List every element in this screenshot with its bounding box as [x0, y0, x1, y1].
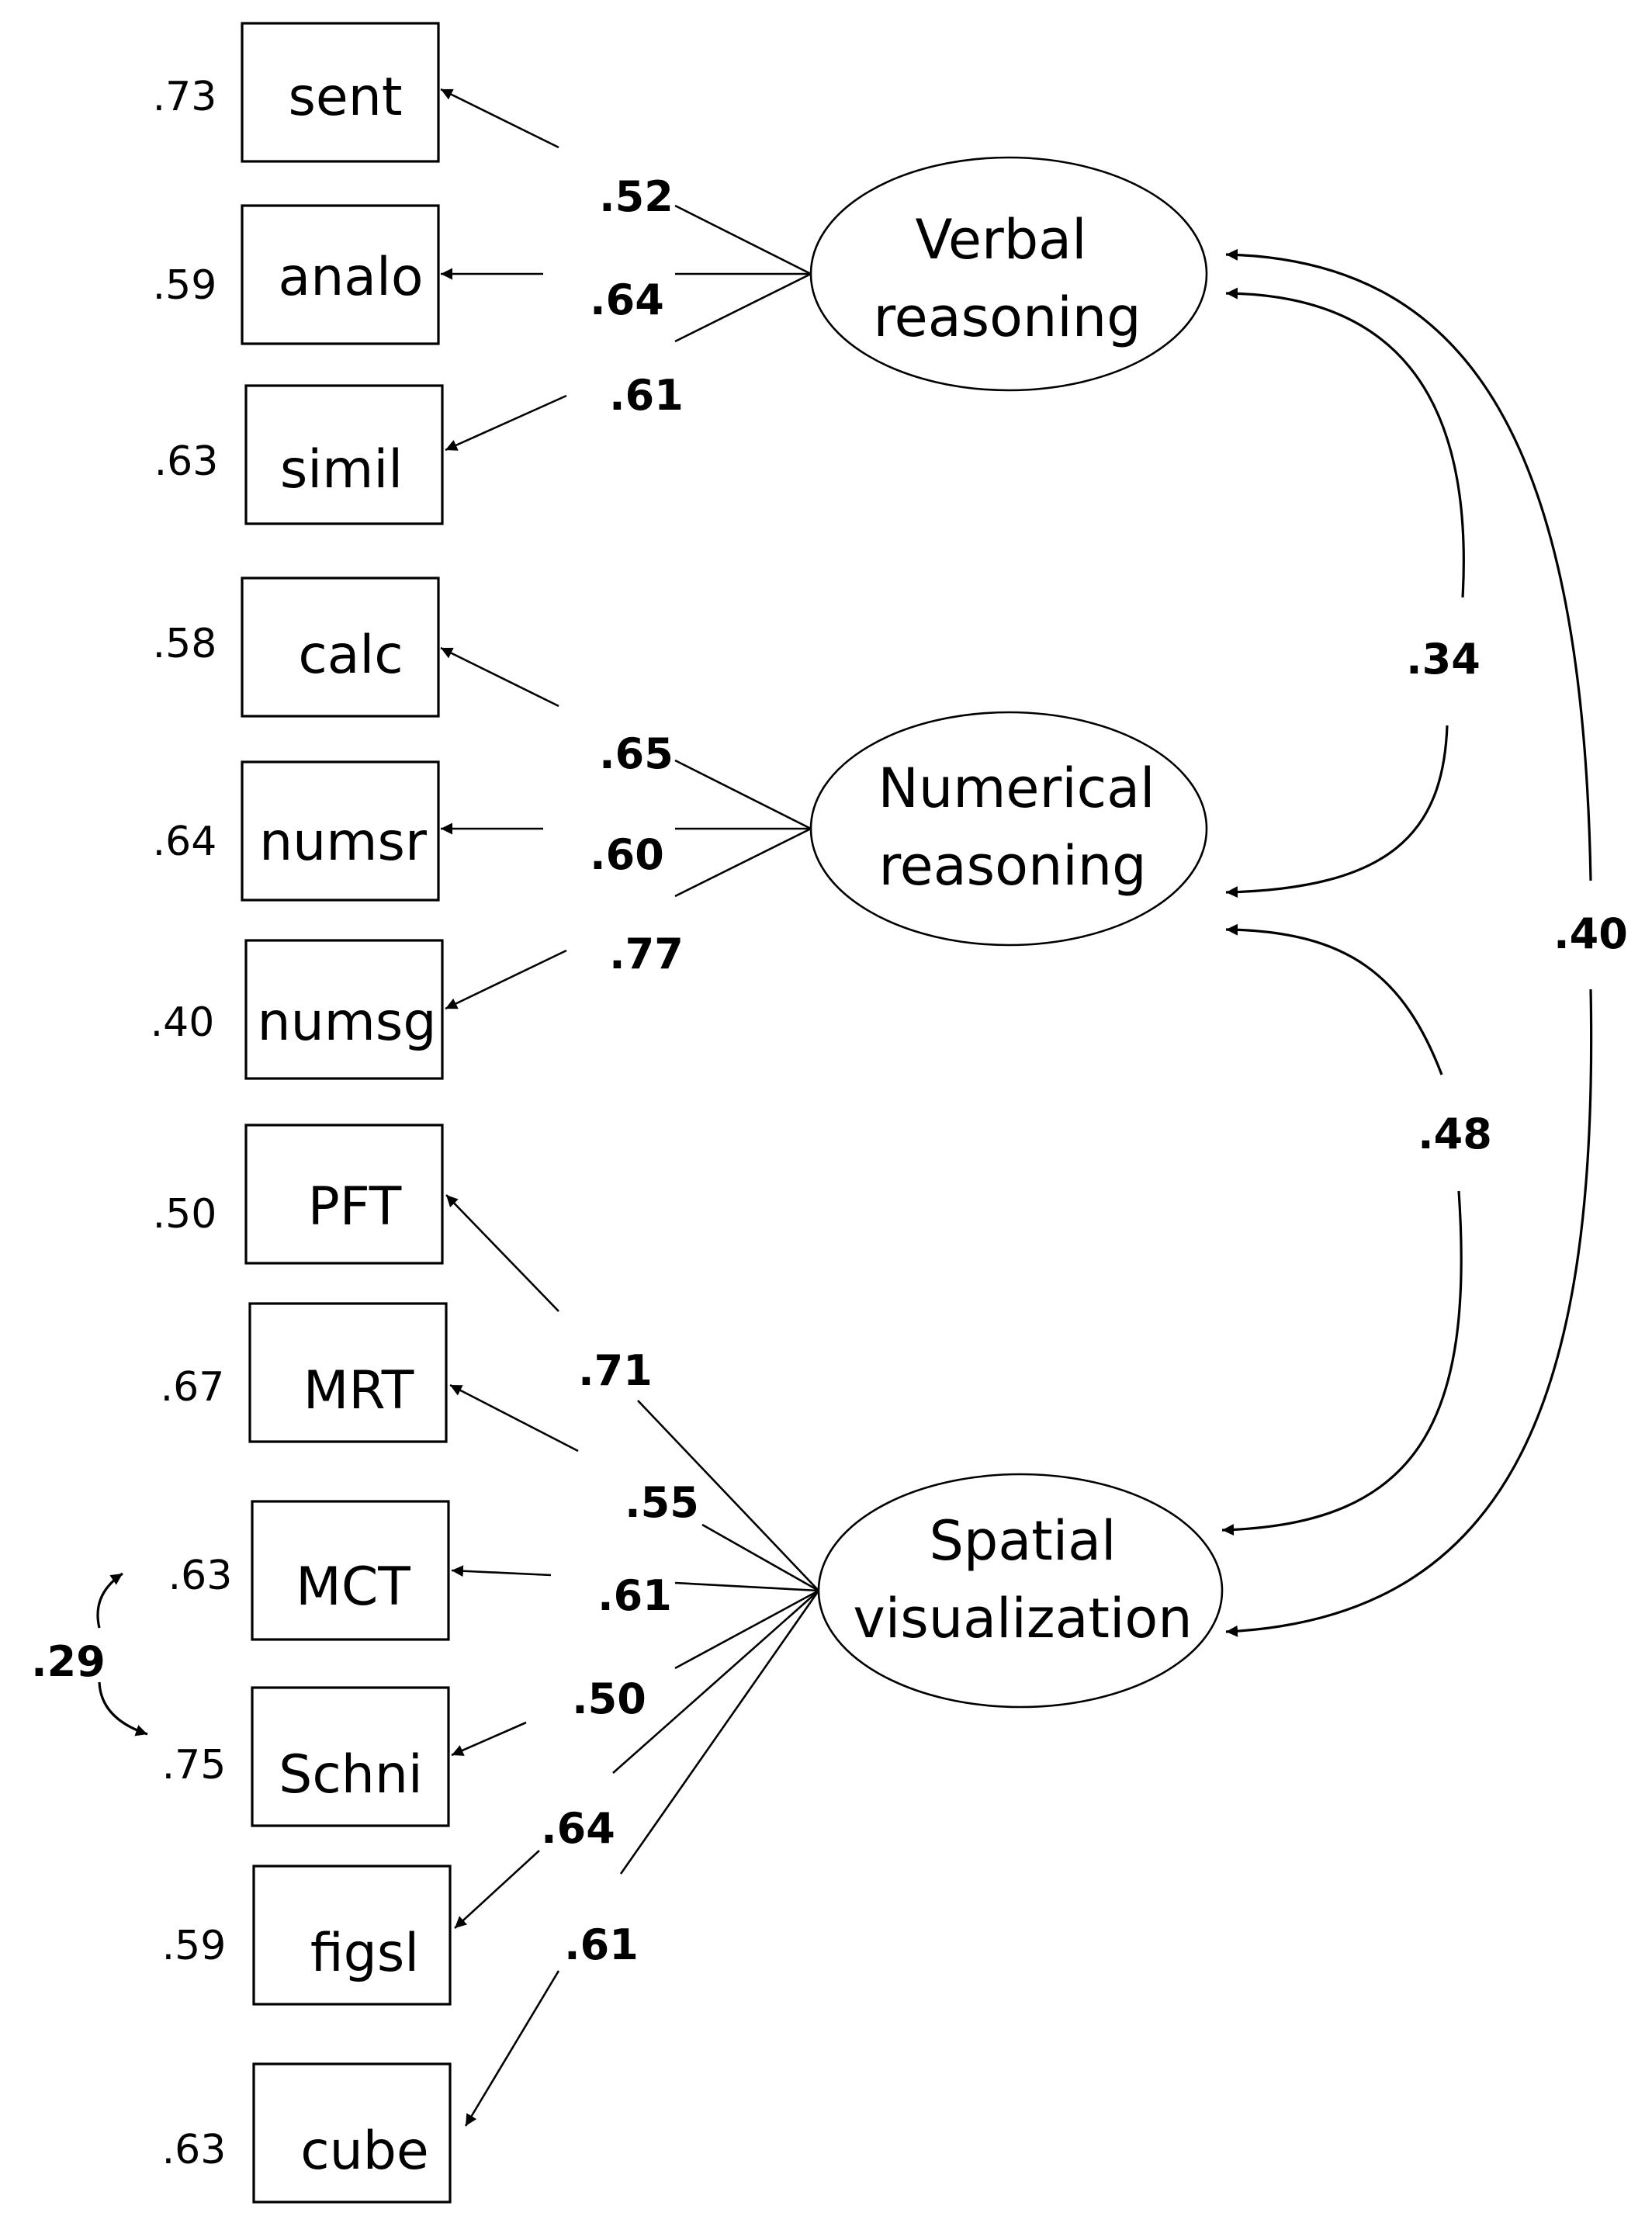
observed-box-sent: sent — [241, 22, 440, 163]
observed-label: MRT — [303, 1360, 414, 1421]
observed-label: cube — [300, 2121, 428, 2182]
error-covariance-arc — [96, 1572, 148, 1737]
observed-box-calc: calc — [241, 577, 440, 718]
error-variance-Schni: .75 — [162, 1742, 227, 1788]
error-variance-analo: .59 — [153, 262, 217, 309]
error-variance-PFT: .50 — [153, 1191, 217, 1238]
loading-label-numsr: .60 — [590, 830, 664, 879]
correlation-label-verbal-spatial: .40 — [1553, 909, 1628, 958]
correlation-label-verbal-numerical: .34 — [1406, 635, 1481, 684]
error-variance-sent: .73 — [153, 74, 217, 120]
error-variance-simil: .63 — [154, 438, 219, 485]
observed-box-analo: analo — [241, 204, 440, 345]
loading-label-numsg: .77 — [609, 930, 684, 978]
loading-label-PFT: .71 — [578, 1346, 653, 1395]
observed-label: analo — [279, 247, 424, 308]
loading-label-MCT: .61 — [597, 1571, 672, 1620]
loading-label-Schni: .50 — [572, 1674, 646, 1723]
observed-box-MRT: MRT — [248, 1302, 448, 1443]
correlation-verbal-spatial — [1225, 248, 1593, 1637]
loading-label-sent: .52 — [599, 172, 674, 221]
latent-numerical-reasoning: Numerical reasoning — [809, 711, 1208, 947]
latent-label-line1: Numerical — [878, 757, 1155, 820]
loading-label-calc: .65 — [599, 729, 674, 778]
latent-label-line1: Spatial — [929, 1509, 1116, 1573]
observed-label: numsg — [257, 992, 436, 1053]
observed-label: numsr — [259, 812, 427, 873]
latent-label-line2: reasoning — [878, 834, 1146, 898]
observed-label: figsl — [310, 1923, 419, 1984]
observed-box-numsg: numsg — [244, 939, 444, 1080]
correlation-numerical-spatial — [1221, 923, 1463, 1536]
observed-label: calc — [298, 625, 403, 686]
observed-box-simil: simil — [244, 384, 444, 525]
loading-label-analo: .64 — [590, 275, 664, 324]
observed-box-Schni: Schni — [251, 1686, 450, 1827]
correlation-label-numerical-spatial: .48 — [1418, 1110, 1492, 1158]
observed-box-numsr: numsr — [241, 760, 440, 902]
correlation-verbal-numerical — [1225, 287, 1465, 899]
error-variance-calc: .58 — [153, 621, 217, 667]
error-variance-numsg: .40 — [151, 999, 215, 1046]
latent-label-line2: visualization — [853, 1587, 1192, 1650]
observed-box-PFT: PFT — [244, 1124, 444, 1265]
loading-paths-spatial — [445, 1194, 820, 2127]
loading-label-cube: .61 — [564, 1920, 639, 1969]
loading-label-simil: .61 — [609, 371, 684, 420]
latent-label-line2: reasoning — [873, 286, 1141, 349]
loading-paths-verbal — [440, 88, 812, 452]
latent-spatial-visualization: Spatial visualization — [817, 1473, 1224, 1709]
observed-label: Schni — [279, 1744, 423, 1806]
error-variance-cube: .63 — [162, 2127, 227, 2173]
error-variance-MCT: .63 — [168, 1553, 233, 1599]
error-variance-figsl: .59 — [162, 1923, 227, 1969]
observed-label: sent — [288, 67, 402, 128]
error-variance-MRT: .67 — [161, 1364, 225, 1411]
latent-label-line1: Verbal — [915, 208, 1086, 272]
loading-paths-numerical — [440, 646, 812, 1010]
latent-verbal-reasoning: Verbal reasoning — [809, 156, 1208, 392]
error-variance-numsr: .64 — [153, 819, 217, 865]
observed-label: PFT — [308, 1176, 402, 1238]
observed-box-cube: cube — [252, 2062, 452, 2204]
loading-label-figsl: .64 — [541, 1804, 615, 1853]
observed-box-figsl: figsl — [252, 1865, 452, 2006]
observed-label: MCT — [296, 1556, 410, 1618]
loading-label-MRT: .55 — [625, 1478, 699, 1527]
observed-box-MCT: MCT — [251, 1500, 450, 1641]
observed-label: simil — [280, 439, 403, 500]
error-covariance-label: .29 — [31, 1637, 106, 1686]
